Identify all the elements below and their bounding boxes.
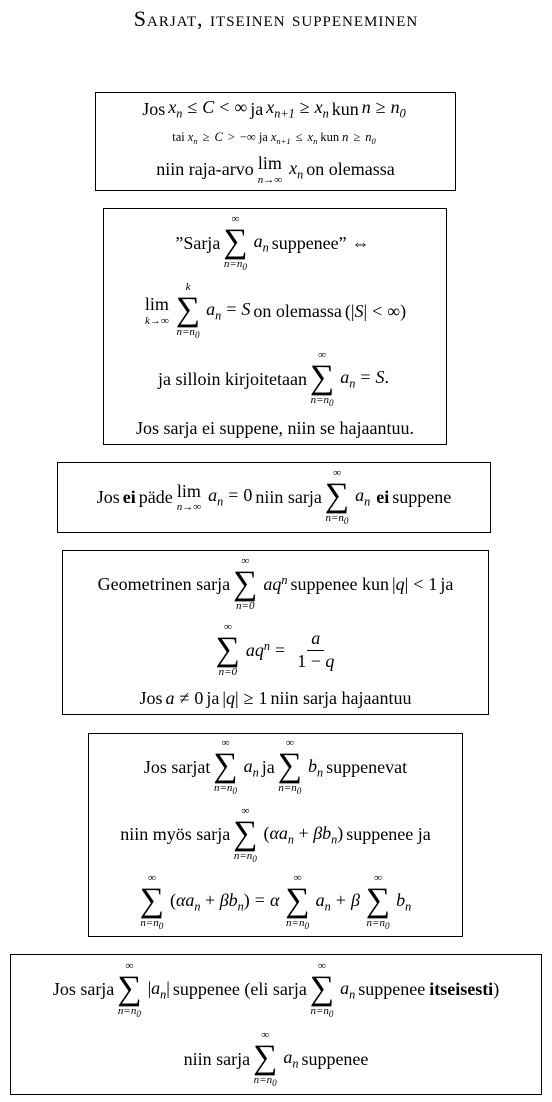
- box5-jos-sarjat: Jos sarjat: [143, 757, 211, 778]
- box1-line1: Jos xn≤C<∞ ja xn+1≥xn kun n≥n0: [142, 97, 406, 121]
- box1-ja2: ja: [258, 130, 268, 145]
- box2-line4: Jos sarja ei suppene, niin se hajaantuu.: [136, 418, 414, 439]
- box4-ja: ja: [440, 573, 454, 594]
- box5-line3: ∞∑n=n0 (αan + βbn)=α ∞∑n=n0 an+β ∞∑n=n0 …: [139, 872, 412, 932]
- box6-jos-sarja: Jos sarja: [52, 979, 115, 1000]
- box1-ja: ja: [250, 98, 264, 119]
- box6-line2: niin sarja ∞∑n=n0 an suppenee: [183, 1029, 369, 1089]
- box4-line1: Geometrinen sarja ∞∑n=0 aqn suppenee kun…: [97, 555, 454, 612]
- box3-suppene: suppene: [392, 486, 452, 507]
- box2-lim: lim: [144, 294, 169, 315]
- box2-line1: ”Sarja ∞∑n=n0 an suppenee” ⇔: [175, 212, 370, 273]
- box6-itseisesti: itseisesti: [429, 979, 494, 1000]
- box4-ja2: ja: [206, 688, 220, 708]
- box3-niin-sarja: niin sarja: [255, 486, 322, 507]
- box2-on-olemassa: on olemassa: [253, 300, 342, 321]
- box6-close: ): [493, 979, 500, 1000]
- box4-suppenee-kun: suppenee kun: [290, 573, 389, 594]
- box4-geometrinen: Geometrinen sarja: [97, 573, 231, 594]
- box2-sarja: ”Sarja: [175, 232, 221, 253]
- monotone-limit-box: Jos xn≤C<∞ ja xn+1≥xn kun n≥n0 tai xn≥C>…: [95, 92, 456, 191]
- box4-niin-hajaantuu: niin sarja hajaantuu: [270, 688, 412, 708]
- box2-line3: ja silloin kirjoitetaan ∞∑n=n0 an=S.: [158, 349, 389, 409]
- box6-niin-sarja: niin sarja: [183, 1048, 251, 1069]
- box1-line2: tai xn≥C>−∞ ja xn+1≤xn kun n≥n0: [172, 129, 376, 146]
- box1-niin: niin raja-arvo: [156, 159, 254, 180]
- linearity-box: Jos sarjat ∞∑n=n0 an ja ∞∑n=n0 bn suppen…: [88, 733, 463, 937]
- box3-ei: ei: [122, 486, 136, 507]
- box3-ei2: ei: [376, 486, 390, 507]
- box5-line1: Jos sarjat ∞∑n=n0 an ja ∞∑n=n0 bn suppen…: [143, 737, 408, 797]
- box1-kun: kun: [331, 98, 359, 119]
- absolute-convergence-box: Jos sarja ∞∑n=n0 |an| suppenee (eli sarj…: [10, 954, 542, 1095]
- box5-suppenee-ja: suppenee ja: [346, 824, 431, 845]
- box6-suppenee: suppenee: [358, 979, 426, 1000]
- box2-hajaantuu: Jos sarja ei suppene, niin se hajaantuu.: [136, 418, 414, 439]
- box1-jos: Jos: [142, 98, 166, 119]
- box5-ja: ja: [261, 757, 275, 778]
- box2-ja-silloin: ja silloin kirjoitetaan: [158, 368, 307, 389]
- box1-lim: lim: [257, 152, 282, 173]
- geometric-series-box: Geometrinen sarja ∞∑n=0 aqn suppenee kun…: [62, 550, 489, 715]
- box3-jos: Jos: [96, 486, 120, 507]
- box5-line2: niin myös sarja ∞∑n=n0 (αan + βbn) suppe…: [120, 804, 431, 864]
- box2-suppenee: suppenee”: [271, 232, 347, 253]
- box6-line1: Jos sarja ∞∑n=n0 |an| suppenee (eli sarj…: [52, 959, 500, 1019]
- box1-kun2: kun: [320, 130, 340, 145]
- box1-tai: tai: [172, 130, 185, 145]
- box6-suppenee2: suppenee: [301, 1048, 369, 1069]
- box5-suppenevat: suppenevat: [326, 757, 408, 778]
- box5-niin-myos: niin myös sarja: [120, 824, 231, 845]
- box6-suppenee-eli: suppenee (eli sarja: [172, 979, 307, 1000]
- box1-olemassa: on olemassa: [306, 159, 395, 180]
- page-title: Sarjat, itseinen suppeneminen: [133, 6, 419, 31]
- box4-line3: Jos a≠0 ja |q|≥1 niin sarja hajaantuu: [139, 688, 412, 708]
- box3-pade: päde: [138, 486, 173, 507]
- box3-lim: lim: [176, 480, 201, 501]
- box4-jos: Jos: [139, 688, 163, 708]
